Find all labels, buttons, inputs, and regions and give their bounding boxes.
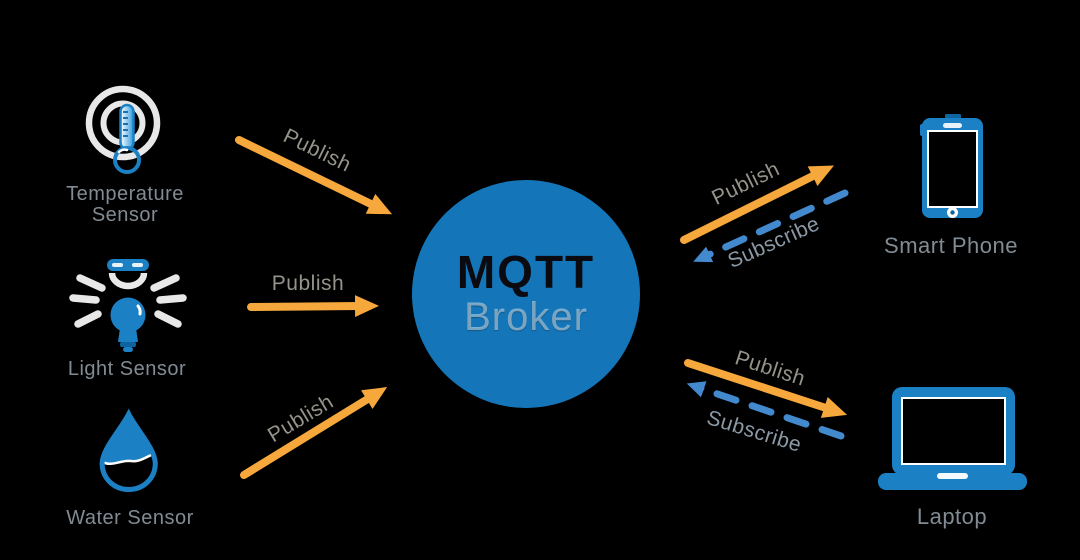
laptop-label: Laptop: [916, 504, 988, 529]
smartphone-label: Smart Phone: [884, 233, 1018, 258]
publish-arrow-laptop: [684, 359, 848, 418]
broker-subtitle: Broker: [464, 295, 588, 339]
temperature-sensor-icon: [85, 85, 161, 174]
mqtt-broker-node: MQTT Broker: [412, 180, 640, 408]
smartphone-icon: [920, 114, 983, 218]
subscribe-arrow-smartphone: [693, 189, 849, 263]
publish-arrow-water: [240, 387, 388, 479]
water-sensor-icon: [99, 408, 158, 493]
light-sensor-label: Light Sensor: [67, 358, 187, 380]
publish-arrow-light: [247, 295, 379, 318]
publish-arrow-smartphone: [680, 165, 835, 244]
broker-title: MQTT: [456, 246, 596, 298]
subscribe-arrow-laptop: [686, 381, 845, 440]
laptop-icon: [878, 387, 1027, 490]
temperature-sensor-label: Temperature Sensor: [66, 183, 184, 226]
publish-label-light: Publish: [271, 272, 345, 295]
publish-arrow-temperature: [235, 136, 393, 215]
light-sensor-icon: [69, 259, 187, 352]
water-sensor-label: Water Sensor: [66, 507, 194, 529]
